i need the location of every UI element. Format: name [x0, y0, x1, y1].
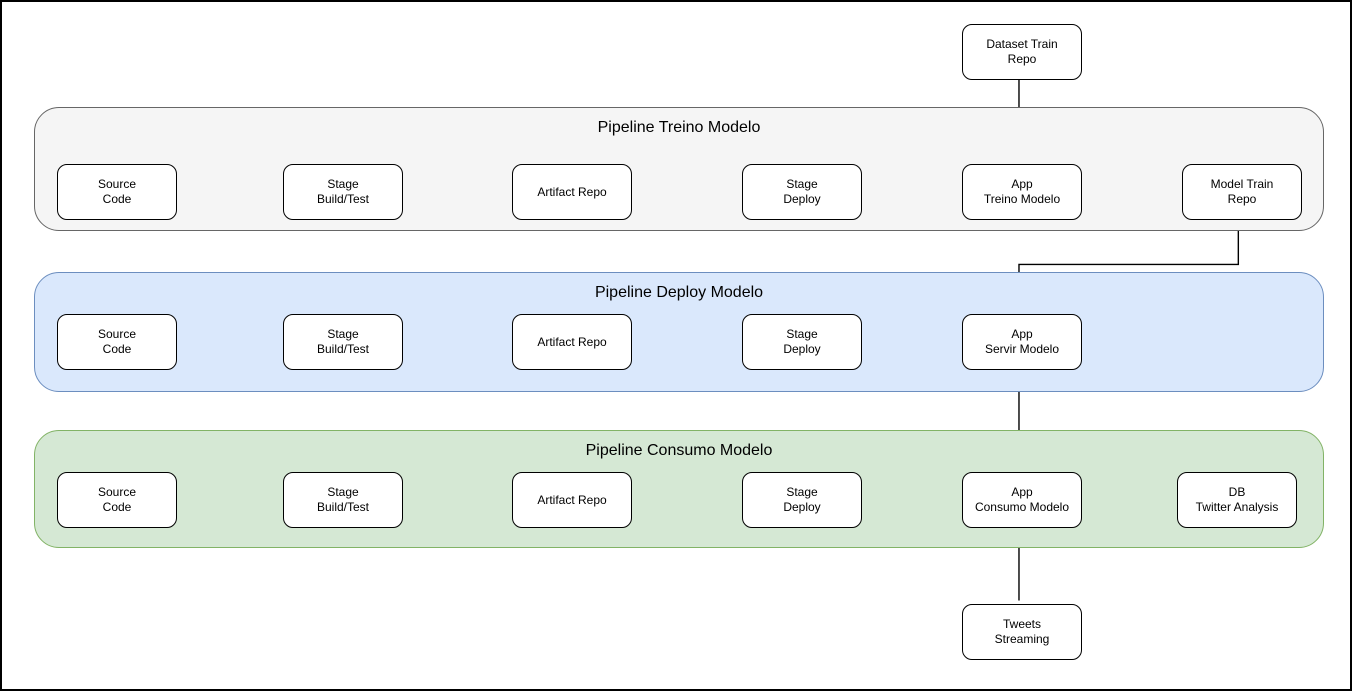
node-treino-artifact-repo: Artifact Repo: [512, 164, 632, 220]
node-label-line: Code: [102, 192, 132, 206]
node-label-line: Stage: [327, 485, 359, 499]
node-label-line: App: [1011, 485, 1033, 499]
node-label-line: Servir Modelo: [984, 342, 1060, 356]
node-label-line: Code: [102, 342, 132, 356]
node-label-line: Artifact Repo: [537, 184, 607, 199]
node-label-line: Artifact Repo: [537, 334, 607, 349]
node-label-line: Twitter Analysis: [1195, 500, 1279, 514]
node-label-line: DB: [1228, 485, 1246, 499]
lane-title-consumo: Pipeline Consumo Modelo: [585, 442, 773, 459]
node-label-line: Repo: [1227, 192, 1257, 206]
node-label-line: Consumo Modelo: [974, 500, 1070, 514]
node-label-line: Build/Test: [316, 342, 370, 356]
node-label-line: Stage: [786, 177, 818, 191]
node-label-line: Treino Modelo: [983, 192, 1061, 206]
pipeline-lane-treino: Pipeline Treino Modelo: [34, 107, 1324, 231]
node-label-line: Source: [97, 327, 137, 341]
node-deploy-artifact-repo: Artifact Repo: [512, 314, 632, 370]
node-label-line: Deploy: [783, 342, 821, 356]
lane-title-deploy: Pipeline Deploy Modelo: [594, 284, 764, 301]
node-label-line: Model Train: [1210, 177, 1274, 191]
node-label-line: Source: [97, 485, 137, 499]
node-label-line: Streaming: [994, 632, 1050, 646]
node-label-line: Stage: [786, 327, 818, 341]
node-label-line: Deploy: [783, 192, 821, 206]
node-label-line: Repo: [1007, 52, 1037, 66]
node-label-line: App: [1011, 327, 1033, 341]
node-label-line: Source: [97, 177, 137, 191]
node-label-line: Stage: [327, 177, 359, 191]
node-label-line: Stage: [327, 327, 359, 341]
pipeline-lane-consumo: Pipeline Consumo Modelo: [34, 430, 1324, 548]
node-label-line: Deploy: [783, 500, 821, 514]
node-label-line: App: [1011, 177, 1033, 191]
node-label-line: Tweets: [1002, 617, 1041, 631]
lane-title-treino: Pipeline Treino Modelo: [597, 119, 761, 136]
node-consumo-artifact-repo: Artifact Repo: [512, 472, 632, 528]
node-label-line: Artifact Repo: [537, 492, 607, 507]
node-label-line: Code: [102, 500, 132, 514]
node-label-line: Build/Test: [316, 500, 370, 514]
node-label-line: Stage: [786, 485, 818, 499]
pipeline-lane-deploy: Pipeline Deploy Modelo: [34, 272, 1324, 392]
node-label-line: Dataset Train: [986, 37, 1058, 51]
node-label-line: Build/Test: [316, 192, 370, 206]
